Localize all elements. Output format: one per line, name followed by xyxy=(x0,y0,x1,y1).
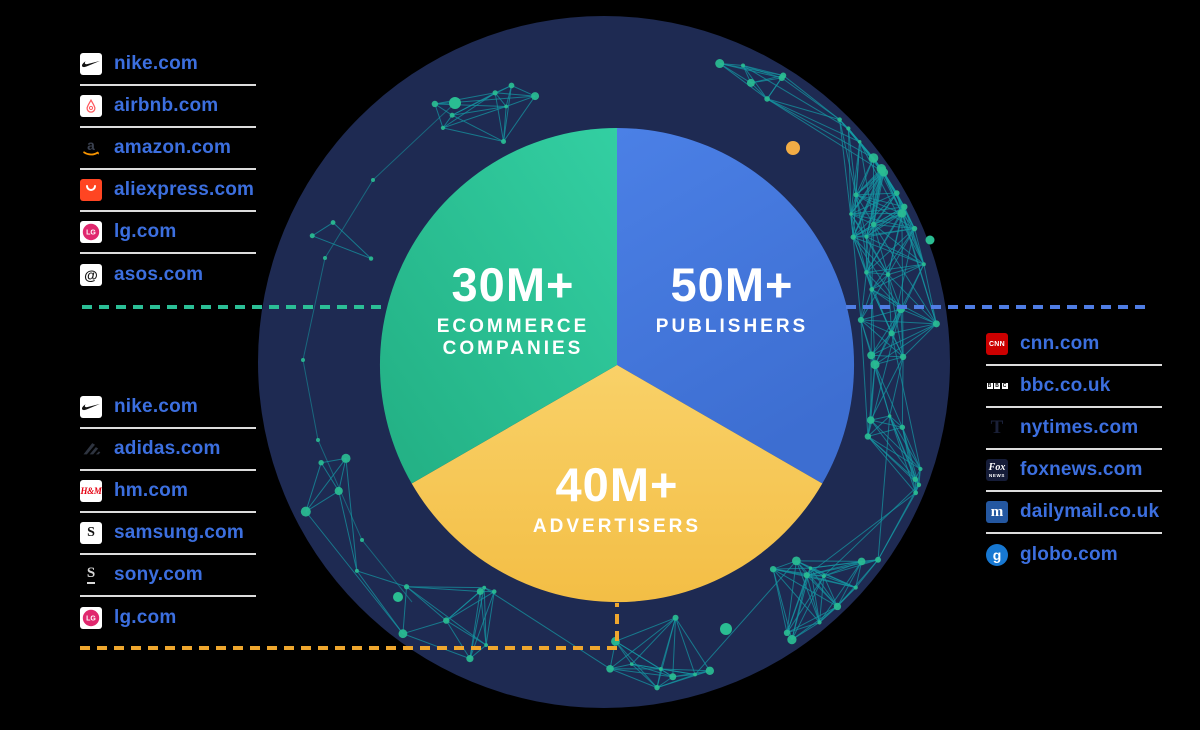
samsung-icon: S xyxy=(80,522,102,544)
site-link[interactable]: airbnb.com xyxy=(114,95,219,116)
hm-icon: H&M xyxy=(80,480,102,502)
nytimes-icon: T xyxy=(990,417,1004,438)
list-item: LG lg.com xyxy=(80,212,256,254)
sony-icon: S xyxy=(80,564,102,586)
pie-segment-publishers xyxy=(617,127,855,484)
network-pattern xyxy=(300,59,940,691)
pie-segment-ecommerce xyxy=(379,128,617,484)
list-item: m dailymail.co.uk xyxy=(986,492,1162,534)
connector-advertisers xyxy=(80,603,619,650)
site-link[interactable]: globo.com xyxy=(1020,544,1118,565)
pie-segment-advertisers xyxy=(411,365,823,603)
site-link[interactable]: lg.com xyxy=(114,607,177,628)
dailymail-icon: m xyxy=(986,501,1008,523)
asos-icon: @ xyxy=(80,264,102,286)
site-link[interactable]: nytimes.com xyxy=(1020,417,1139,438)
list-item: g globo.com xyxy=(986,534,1162,576)
site-link[interactable]: aliexpress.com xyxy=(114,179,255,200)
site-link[interactable]: amazon.com xyxy=(114,137,232,158)
aliexpress-icon xyxy=(80,179,102,201)
advertisers-sites-list: nike.com adidas.com H&M hm.com S samsung… xyxy=(80,387,256,639)
ecommerce-sites-list: nike.com airbnb.com a amazon.com aliexpr… xyxy=(80,44,256,296)
lg-icon: LG xyxy=(80,607,102,629)
svg-text:LG: LG xyxy=(86,616,96,623)
site-link[interactable]: cnn.com xyxy=(1020,333,1100,354)
list-item: nike.com xyxy=(80,44,256,86)
airbnb-icon xyxy=(80,95,102,117)
nike-icon xyxy=(80,396,102,418)
list-item: S sony.com xyxy=(80,555,256,597)
list-item: S samsung.com xyxy=(80,513,256,555)
list-item: T nytimes.com xyxy=(986,408,1162,450)
cnn-icon: CNN xyxy=(986,333,1008,355)
amazon-icon: a xyxy=(80,137,102,159)
site-link[interactable]: lg.com xyxy=(114,221,177,242)
list-item: CNN cnn.com xyxy=(986,324,1162,366)
list-item: aliexpress.com xyxy=(80,170,256,212)
list-item: nike.com xyxy=(80,387,256,429)
pie-chart xyxy=(379,127,855,603)
list-item: H&M hm.com xyxy=(80,471,256,513)
svg-text:a: a xyxy=(87,138,95,153)
list-item: @ asos.com xyxy=(80,254,256,296)
site-link[interactable]: asos.com xyxy=(114,264,204,285)
site-link[interactable]: hm.com xyxy=(114,480,189,501)
site-link[interactable]: nike.com xyxy=(114,396,198,417)
site-link[interactable]: nike.com xyxy=(114,53,198,74)
site-link[interactable]: samsung.com xyxy=(114,522,244,543)
site-link[interactable]: foxnews.com xyxy=(1020,459,1143,480)
list-item: adidas.com xyxy=(80,429,256,471)
adidas-icon xyxy=(80,438,102,460)
globo-icon: g xyxy=(986,544,1008,566)
site-link[interactable]: sony.com xyxy=(114,564,203,585)
nike-icon xyxy=(80,53,102,75)
list-item: airbnb.com xyxy=(80,86,256,128)
list-item: a amazon.com xyxy=(80,128,256,170)
lg-icon: LG xyxy=(80,221,102,243)
site-link[interactable]: adidas.com xyxy=(114,438,221,459)
site-link[interactable]: bbc.co.uk xyxy=(1020,375,1111,396)
svg-text:LG: LG xyxy=(86,230,96,237)
site-link[interactable]: dailymail.co.uk xyxy=(1020,501,1160,522)
list-item: LG lg.com xyxy=(80,597,256,639)
